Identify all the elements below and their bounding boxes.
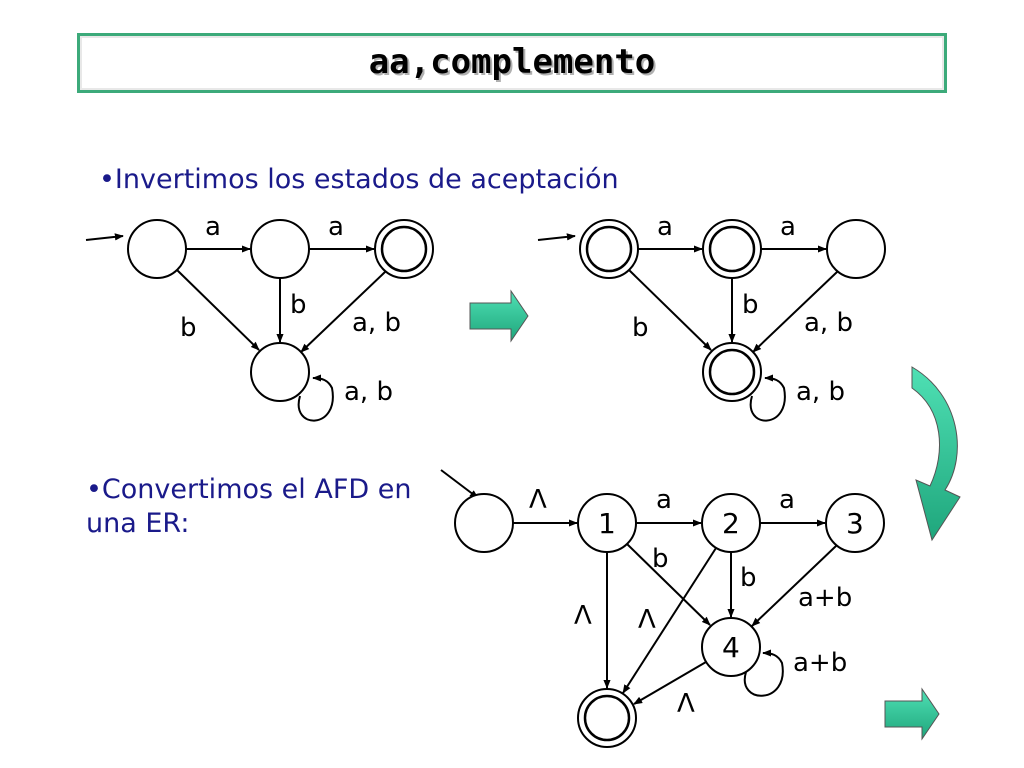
state-3: [825, 493, 885, 553]
right-arrow-icon: [469, 289, 529, 343]
start-arrow: [537, 233, 576, 241]
edge-label: a: [656, 485, 672, 515]
edge-2-final: [622, 547, 717, 694]
edge-3-4: [751, 545, 837, 627]
state-label: 3: [846, 507, 864, 540]
edge-label: a+b: [798, 583, 852, 613]
automaton-complement: a a b b a, b a, b: [537, 212, 886, 422]
edge-label: b: [740, 563, 757, 593]
edge-label: a: [328, 212, 344, 242]
edge-4-final: [633, 661, 707, 705]
state-start: [454, 493, 514, 553]
edge-label: Λ: [574, 601, 592, 631]
edge-q2-q3: [300, 271, 386, 353]
edge-label: a, b: [344, 377, 393, 407]
edge-label: b: [290, 290, 307, 320]
edge-label: b: [632, 313, 649, 343]
edge-label: b: [652, 544, 669, 574]
accepting-ring: [708, 225, 756, 273]
accepting-ring: [708, 348, 756, 396]
accepting-ring: [583, 694, 631, 742]
state-q2: [826, 219, 886, 279]
edge-label: a: [779, 485, 795, 515]
start-arrow: [85, 233, 124, 241]
edge-label: b: [742, 290, 759, 320]
edge-q2-q3: [752, 271, 838, 353]
state-q1: [250, 219, 310, 279]
state-label: 2: [722, 507, 740, 540]
edge-label: a: [205, 212, 221, 242]
edge-label: a, b: [796, 377, 845, 407]
edge-label: a: [657, 212, 673, 242]
edge-label: a, b: [804, 308, 853, 338]
bullet-invert-states: •Invertimos los estados de aceptación: [99, 164, 619, 195]
edge-q0-q3: [628, 269, 712, 351]
accepting-ring: [380, 225, 428, 273]
start-arrow: [440, 469, 479, 499]
title-box: aa,complemento: [77, 33, 947, 93]
curved-down-arrow-icon: [911, 366, 961, 542]
self-loop-q3: [749, 374, 786, 422]
self-loop-4: [743, 649, 784, 697]
edge-label: a+b: [793, 648, 847, 678]
edge-label: a, b: [352, 308, 401, 338]
automaton-er: 1 2 3 4 Λ a a b b a+b a+b Λ Λ Λ: [440, 469, 885, 748]
edge-label: Λ: [529, 485, 547, 515]
right-arrow-icon: [884, 687, 940, 741]
edge-1-4: [626, 543, 711, 626]
self-loop-q3: [297, 374, 334, 422]
accepting-ring: [585, 225, 633, 273]
edge-label: a: [780, 212, 796, 242]
state-label: 4: [722, 631, 740, 664]
bullet-convert-afd: •Convertimos el AFD en una ER:: [86, 474, 412, 539]
state-q3: [250, 342, 310, 402]
edge-label: Λ: [677, 689, 695, 719]
edge-q0-q3: [176, 269, 260, 351]
automaton-original: a a b b a, b a, b: [85, 212, 434, 422]
edge-label: Λ: [638, 605, 656, 635]
page-title: aa,complemento: [368, 42, 656, 82]
state-4: [701, 617, 761, 677]
state-label: 1: [598, 507, 616, 540]
edge-label: b: [180, 313, 197, 343]
state-q0: [127, 219, 187, 279]
